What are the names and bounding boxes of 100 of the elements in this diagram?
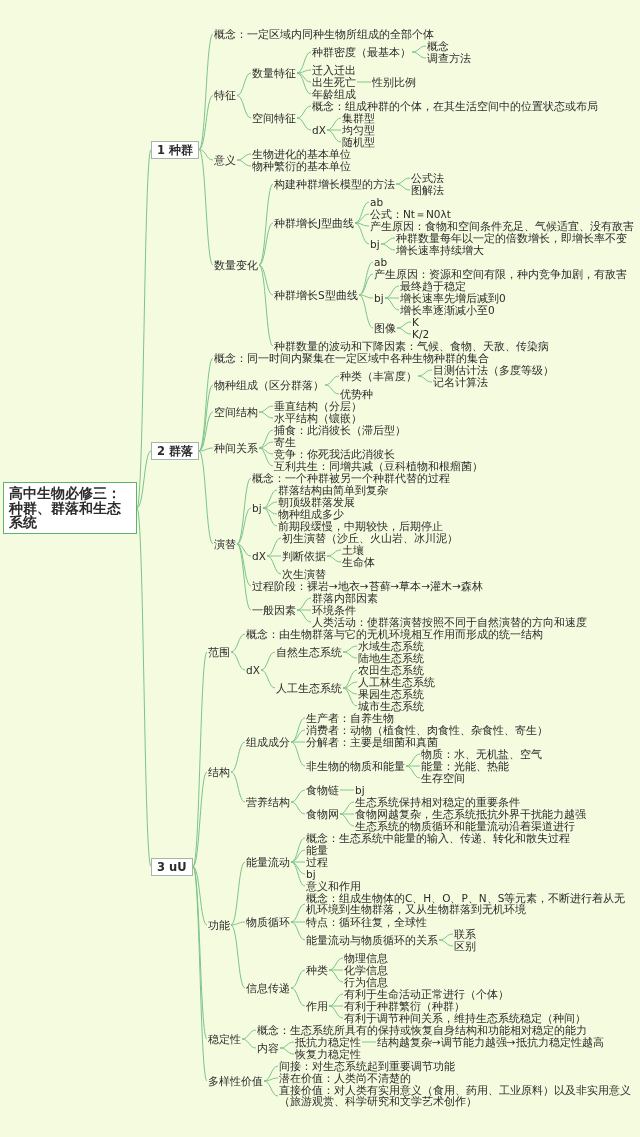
connector-line xyxy=(417,375,433,383)
connector-line xyxy=(258,441,274,449)
connector-line xyxy=(136,450,152,509)
topic-text: 自然生态系统 xyxy=(275,646,343,658)
connector-line xyxy=(290,861,306,887)
central-topic-box: 高中生物必修三：种群、群落和生态系统 xyxy=(3,482,137,534)
topic-text: 多样性价值 xyxy=(207,1075,264,1087)
connector-line xyxy=(136,507,152,867)
connector-line xyxy=(198,447,214,452)
topic-text: 物种繁衍的基本单位 xyxy=(251,160,352,172)
connector-line xyxy=(290,861,306,863)
topic-text: 数量特征 xyxy=(251,67,297,79)
connector-line xyxy=(236,543,252,557)
topic-text: 种群增长S型曲线 xyxy=(273,289,359,301)
connector-line xyxy=(342,681,358,689)
topic-text: 生存空间 xyxy=(420,772,466,784)
connector-line xyxy=(290,729,306,743)
topic-text: 调查方法 xyxy=(426,52,472,64)
connector-line xyxy=(326,549,342,557)
connector-line xyxy=(236,507,252,545)
topic-text: 种群数量的波动和下降因素：气候、食物、天敌、传染病 xyxy=(273,340,550,352)
connector-line xyxy=(266,555,282,557)
connector-line xyxy=(260,651,276,671)
topic-text: K xyxy=(411,316,420,328)
connector-line xyxy=(290,849,306,863)
topic-text: 营养结构 xyxy=(245,796,291,808)
connector-line xyxy=(198,384,214,452)
connector-line xyxy=(198,95,214,150)
connector-line xyxy=(258,183,274,266)
topic-text: 物理信息 xyxy=(343,952,389,964)
connector-line xyxy=(328,957,344,971)
topic-text: 概念：一定区域内同种生物所组成的全部个体 xyxy=(213,28,435,40)
connector-line xyxy=(258,447,274,467)
topic-text: 垂直结构（分层） xyxy=(273,400,363,412)
connector-line xyxy=(262,507,278,527)
connector-line xyxy=(290,741,306,743)
topic-text: 概念：由生物群落与它的无机环境相互作用而形成的统一结构 xyxy=(245,628,544,640)
connector-line xyxy=(279,1047,295,1055)
topic-text: bj xyxy=(305,868,317,880)
connector-line xyxy=(230,651,246,671)
connector-line xyxy=(198,149,214,266)
topic-text: 生态系统保持相对稳定的重要条件 xyxy=(354,796,521,808)
connector-line xyxy=(358,261,374,296)
topic-text: 空间特征 xyxy=(251,112,297,124)
topic-text: 区别 xyxy=(453,940,477,952)
topic-text: 水平结构（镶嵌） xyxy=(273,412,363,424)
topic-text: 环境条件 xyxy=(311,604,357,616)
topic-text: 出生死亡 xyxy=(311,76,357,88)
topic-text: 物种组成多少 xyxy=(277,508,345,520)
topic-text: 食物链 xyxy=(305,784,340,796)
connector-line xyxy=(328,969,344,983)
connector-line xyxy=(438,933,454,941)
connector-line xyxy=(258,411,274,419)
connector-line xyxy=(290,987,306,1007)
topic-text: 前期段缓慢，中期较快，后期停止 xyxy=(277,520,444,532)
topic-text: 种群数量每年以一定的倍数增长，即增长率不变 xyxy=(395,232,628,244)
connector-line xyxy=(236,153,252,161)
topic-text: 产生原因：资源和空间有限，种内竞争加剧，有敌害 xyxy=(373,268,628,280)
connector-line xyxy=(230,861,246,926)
connector-line xyxy=(296,69,312,74)
topic-text: bj xyxy=(354,784,366,796)
connector-line xyxy=(339,813,355,827)
connector-line xyxy=(384,297,400,299)
topic-text: 恢复力稳定性 xyxy=(294,1048,362,1060)
topic-text: 朝顶级群落发展 xyxy=(277,496,356,508)
connector-line xyxy=(342,687,358,707)
topic-text: 一般因素 xyxy=(251,604,297,616)
topic-text: 演替 xyxy=(213,538,237,550)
connector-line xyxy=(279,1041,295,1049)
connector-line xyxy=(236,477,252,545)
connector-line xyxy=(263,1077,279,1082)
topic-text: 集群型 xyxy=(341,112,376,124)
connector-line xyxy=(266,537,282,557)
connector-line xyxy=(395,183,411,191)
topic-text: 间接：对生态系统起到重要调节功能 xyxy=(278,1060,456,1072)
connector-line xyxy=(136,149,152,509)
connector-line xyxy=(339,801,355,815)
connector-line xyxy=(262,501,278,509)
connector-line xyxy=(198,411,214,452)
topic-text: 意义 xyxy=(213,154,237,166)
connector-line xyxy=(342,651,358,659)
connector-line xyxy=(260,669,276,689)
topic-text: 物质循环 xyxy=(245,916,291,928)
connector-line xyxy=(296,609,312,623)
connector-line xyxy=(290,921,306,941)
connector-line xyxy=(354,222,370,245)
connector-line xyxy=(241,1038,257,1049)
connector-line xyxy=(258,222,274,266)
connector-line xyxy=(296,105,312,119)
connector-line xyxy=(328,1005,344,1019)
topic-text: bj xyxy=(373,292,385,304)
connector-line xyxy=(263,1065,279,1082)
connector-line xyxy=(296,72,312,95)
connector-line xyxy=(290,741,306,767)
connector-line xyxy=(198,33,214,150)
connector-line xyxy=(354,222,370,227)
connector-line xyxy=(405,753,421,767)
topic-text: 概念：生态系统所具有的保持或恢复自身结构和功能相对稳定的能力 xyxy=(256,1024,588,1036)
topic-text: 结构 xyxy=(207,766,231,778)
connector-line xyxy=(290,789,306,803)
